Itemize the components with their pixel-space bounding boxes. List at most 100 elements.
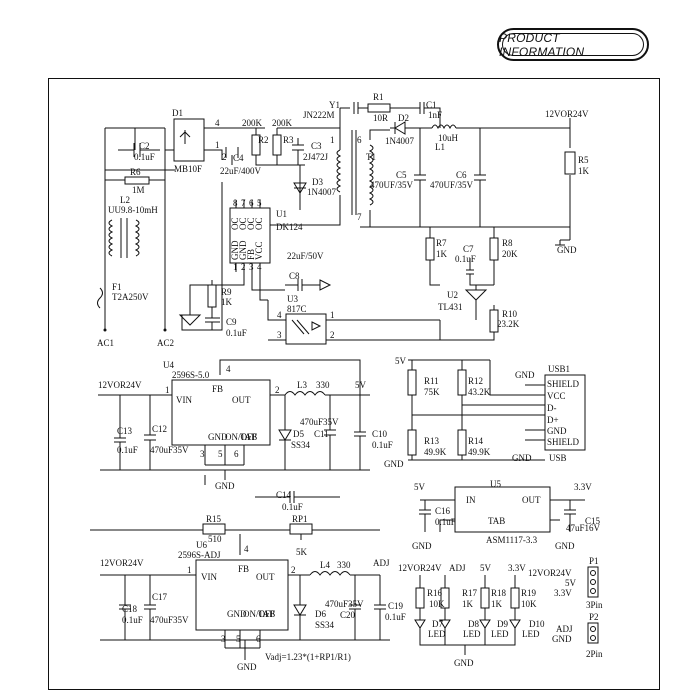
label-u4-pin-2: 2: [275, 385, 280, 395]
label-p1-pin-12v-24v: 12VOR24V: [528, 568, 572, 578]
label-u2: U2: [447, 290, 458, 300]
label-u6-pin-3: 3: [221, 634, 226, 644]
label-r16: R16: [427, 588, 443, 598]
buck-5v-section: [98, 359, 370, 485]
label-u4-pin-5: 5: [218, 449, 223, 459]
label-l4: L4: [320, 560, 330, 570]
label-d1: D1: [172, 108, 183, 118]
label-u3-value: 817C: [287, 304, 307, 314]
label-y1: Y1: [329, 100, 340, 110]
label-u6-pin-5: 5: [236, 634, 241, 644]
label-u1-pin-oc-5: OC: [254, 217, 264, 230]
label-u4-tab: TAB: [240, 432, 257, 442]
label-u3-pin-2: 2: [330, 330, 335, 340]
label-u6-onoff: ON/OFF: [243, 609, 275, 619]
label-u1-value: DK124: [276, 222, 303, 232]
label-u1-pin-gnd-2: GND: [238, 240, 248, 260]
label-p2-pin-gnd: GND: [552, 634, 572, 644]
label-r13-value: 49.9K: [424, 447, 447, 457]
label-c18: C18: [122, 604, 138, 614]
label-d3-value: 1N4007: [307, 187, 336, 197]
schematic-labels: D1 MB10F 4 1 2 C2 0.1uF R6 1M L2 UU9.8-1…: [97, 92, 603, 672]
label-c7-value: 0.1uF: [455, 254, 476, 264]
usb-section: [407, 359, 586, 461]
label-p2-pin-adj: ADJ: [556, 624, 573, 634]
label-p2: P2: [589, 612, 599, 622]
label-c10: C10: [372, 429, 388, 439]
label-u1-num-4: 4: [257, 262, 262, 272]
label-c7: C7: [463, 244, 474, 254]
led-indicator-section: [414, 575, 521, 655]
label-c3-value: 2J472J: [303, 152, 329, 162]
label-buck5-output-5v: 5V: [355, 380, 367, 390]
label-u4-fb: FB: [212, 384, 223, 394]
label-buck5-gnd: GND: [215, 481, 235, 491]
label-u5-value: ASM1117-3.3: [486, 535, 538, 545]
label-ac1: AC1: [97, 338, 114, 348]
label-c6: C6: [456, 170, 467, 180]
label-c2: C2: [139, 141, 150, 151]
label-usb-pin-vcc: VCC: [547, 391, 566, 401]
label-p1-type: 3Pin: [586, 600, 603, 610]
label-c3: C3: [311, 141, 322, 151]
label-d9: D9: [497, 619, 508, 629]
label-bridge-pin-1: 1: [215, 140, 220, 150]
label-c9-value: 0.1uF: [226, 328, 247, 338]
label-u1-num-5: 5: [257, 198, 262, 208]
label-u6-gnd: GND: [227, 609, 247, 619]
product-information-badge: PRODUCT INFORMATION: [497, 28, 649, 61]
label-t1-pin-7: 7: [357, 212, 362, 222]
label-u2-value: TL431: [438, 302, 463, 312]
label-r7-value: 1K: [436, 249, 448, 259]
label-led-net-12v-24v: 12VOR24V: [398, 563, 442, 573]
label-usb-gnd-left: GND: [384, 459, 404, 469]
label-r12-value: 43.2K: [468, 387, 491, 397]
label-bridge-pin-4: 4: [215, 118, 220, 128]
label-r14: R14: [468, 436, 484, 446]
label-l2: L2: [120, 195, 130, 205]
label-usb-5v: 5V: [395, 356, 407, 366]
label-r8: R8: [502, 238, 513, 248]
label-usb-gnd-bottom: GND: [512, 453, 532, 463]
schematic-frame: [48, 78, 660, 690]
label-c14-value: 0.1uF: [282, 502, 303, 512]
label-buckadj-input: 12VOR24V: [100, 558, 144, 568]
label-c12: C12: [152, 424, 167, 434]
label-r1: R1: [373, 92, 384, 102]
label-d5: D5: [293, 429, 304, 439]
label-u6-pin-6: 6: [256, 634, 261, 644]
label-u1-pin-oc-7: OC: [238, 217, 248, 230]
label-l3: L3: [297, 380, 307, 390]
label-r17: R17: [462, 588, 478, 598]
label-u1-pin-gnd-1: GND: [230, 240, 240, 260]
label-c16: C16: [435, 506, 451, 516]
label-u1-pin-vcc: VCC: [254, 241, 264, 260]
buck-adj-section: [90, 491, 390, 660]
label-c9: C9: [226, 317, 237, 327]
label-c5: C5: [396, 170, 407, 180]
label-r6: R6: [130, 167, 141, 177]
label-c17: C17: [152, 592, 168, 602]
label-c1: C1: [426, 100, 437, 110]
label-r10: R10: [502, 309, 518, 319]
label-mb10f: MB10F: [174, 164, 202, 174]
label-c5-value: 470UF/35V: [370, 180, 414, 190]
label-u6-pin-1: 1: [187, 565, 192, 575]
label-rp1: RP1: [292, 514, 308, 524]
label-p1-pin-5v: 5V: [565, 578, 577, 588]
label-u5: U5: [490, 479, 501, 489]
flyback-supply-section: [97, 102, 576, 345]
label-c11: C11: [314, 429, 329, 439]
label-u1-pin-fb: FB: [246, 249, 256, 260]
label-r9-value: 1K: [221, 297, 233, 307]
label-usb-pin-dminus: D-: [547, 403, 557, 413]
label-u1-num-1: 1: [233, 262, 238, 272]
label-led-gnd: GND: [454, 658, 474, 668]
label-c12-value: 470uF35V: [150, 445, 189, 455]
label-c8: C8: [289, 271, 300, 281]
label-c13: C13: [117, 426, 133, 436]
label-c19: C19: [388, 601, 404, 611]
label-r14-value: 49.9K: [468, 447, 491, 457]
label-u6-value: 2596S-ADJ: [178, 550, 221, 560]
label-d10: D10: [529, 619, 545, 629]
